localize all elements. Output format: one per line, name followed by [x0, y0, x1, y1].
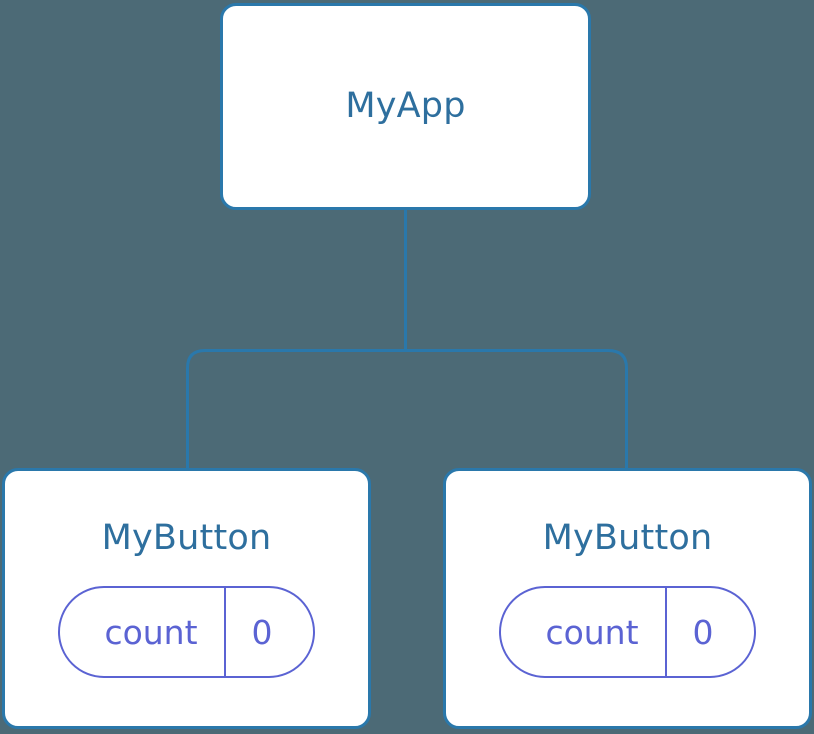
state-value-label: 0 [251, 612, 273, 652]
edge-branch-right [405, 349, 628, 468]
state-chip-divider [223, 588, 226, 676]
component-name-label: MyApp [345, 86, 466, 126]
state-key-label: count [104, 612, 198, 652]
component-node-root[interactable]: MyApp [220, 3, 591, 210]
state-chip[interactable]: count 0 [58, 586, 315, 678]
state-chip[interactable]: count 0 [499, 586, 756, 678]
component-node-child-2[interactable]: MyButton count 0 [443, 468, 812, 729]
state-key-label: count [545, 612, 639, 652]
edge-branch-left [186, 349, 406, 468]
state-chip-divider [664, 588, 667, 676]
component-node-child-1[interactable]: MyButton count 0 [2, 468, 371, 729]
state-value-label: 0 [692, 612, 714, 652]
component-name-label: MyButton [542, 518, 713, 558]
component-name-label: MyButton [101, 518, 272, 558]
